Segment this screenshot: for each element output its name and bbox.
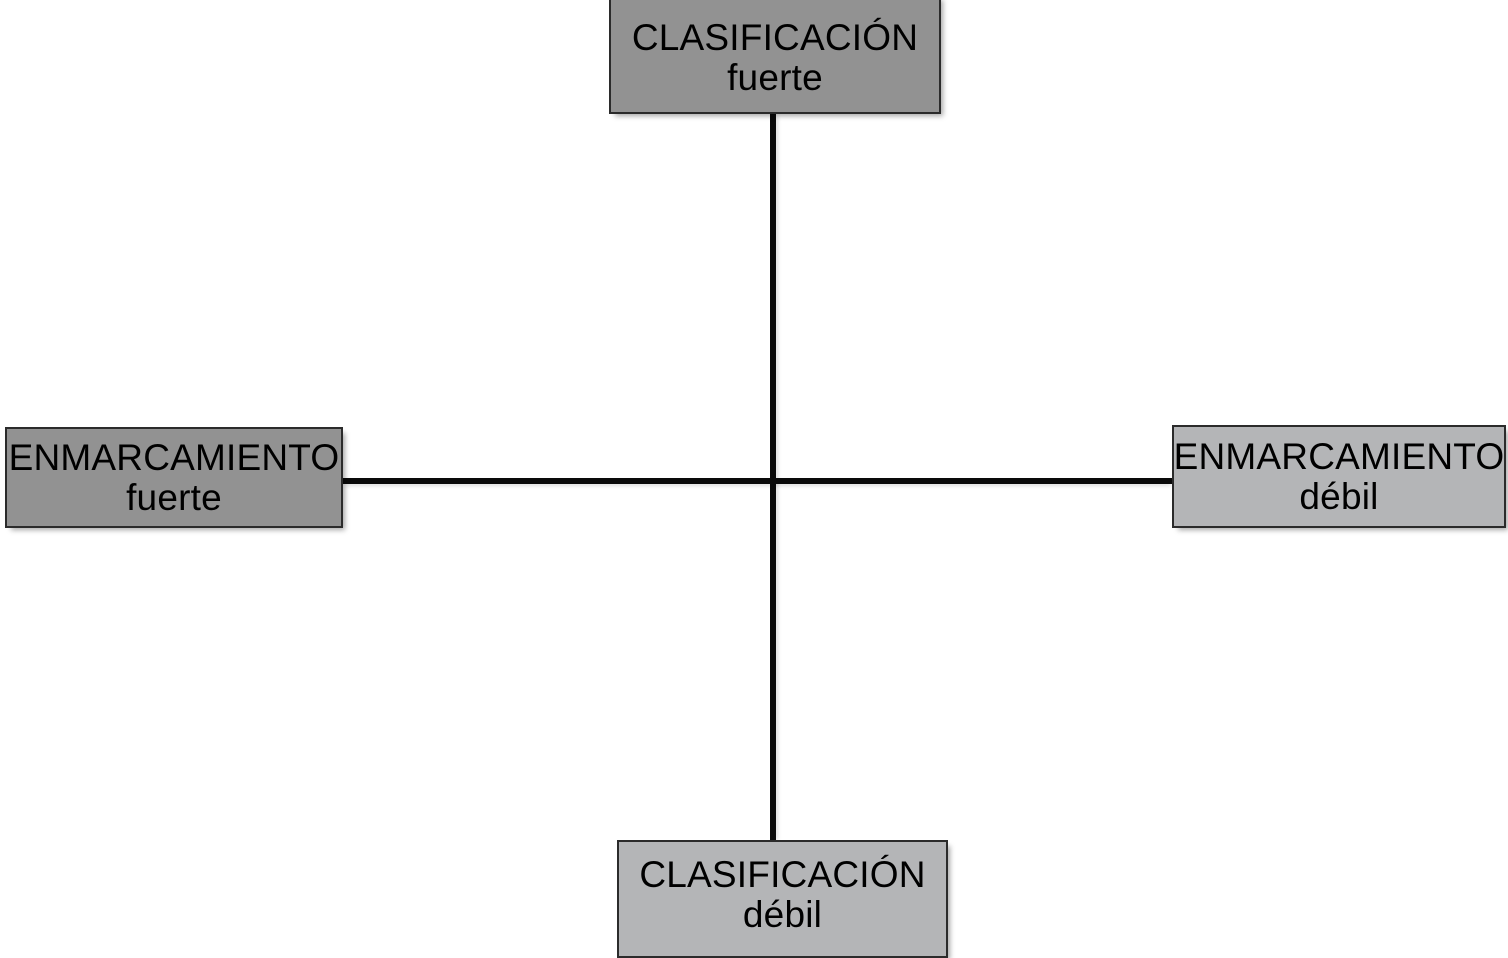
pole-label-secondary: débil	[742, 894, 823, 935]
pole-box-classification-strong: CLASIFICACIÓN fuerte	[609, 0, 941, 114]
pole-label-secondary: fuerte	[727, 57, 823, 98]
pole-label-primary: CLASIFICACIÓN	[631, 17, 919, 59]
pole-box-classification-weak: CLASIFICACIÓN débil	[617, 840, 948, 958]
pole-label-primary: ENMARCAMIENTO	[1173, 435, 1505, 477]
pole-label-secondary: débil	[1299, 475, 1379, 517]
pole-box-framing-strong: ENMARCAMIENTO fuerte	[5, 427, 343, 528]
pole-label-primary: ENMARCAMIENTO	[8, 436, 340, 478]
pole-box-framing-weak: ENMARCAMIENTO débil	[1172, 425, 1506, 528]
horizontal-axis-line	[343, 478, 1173, 484]
pole-label-secondary: fuerte	[126, 476, 222, 518]
pole-label-primary: CLASIFICACIÓN	[639, 854, 926, 896]
